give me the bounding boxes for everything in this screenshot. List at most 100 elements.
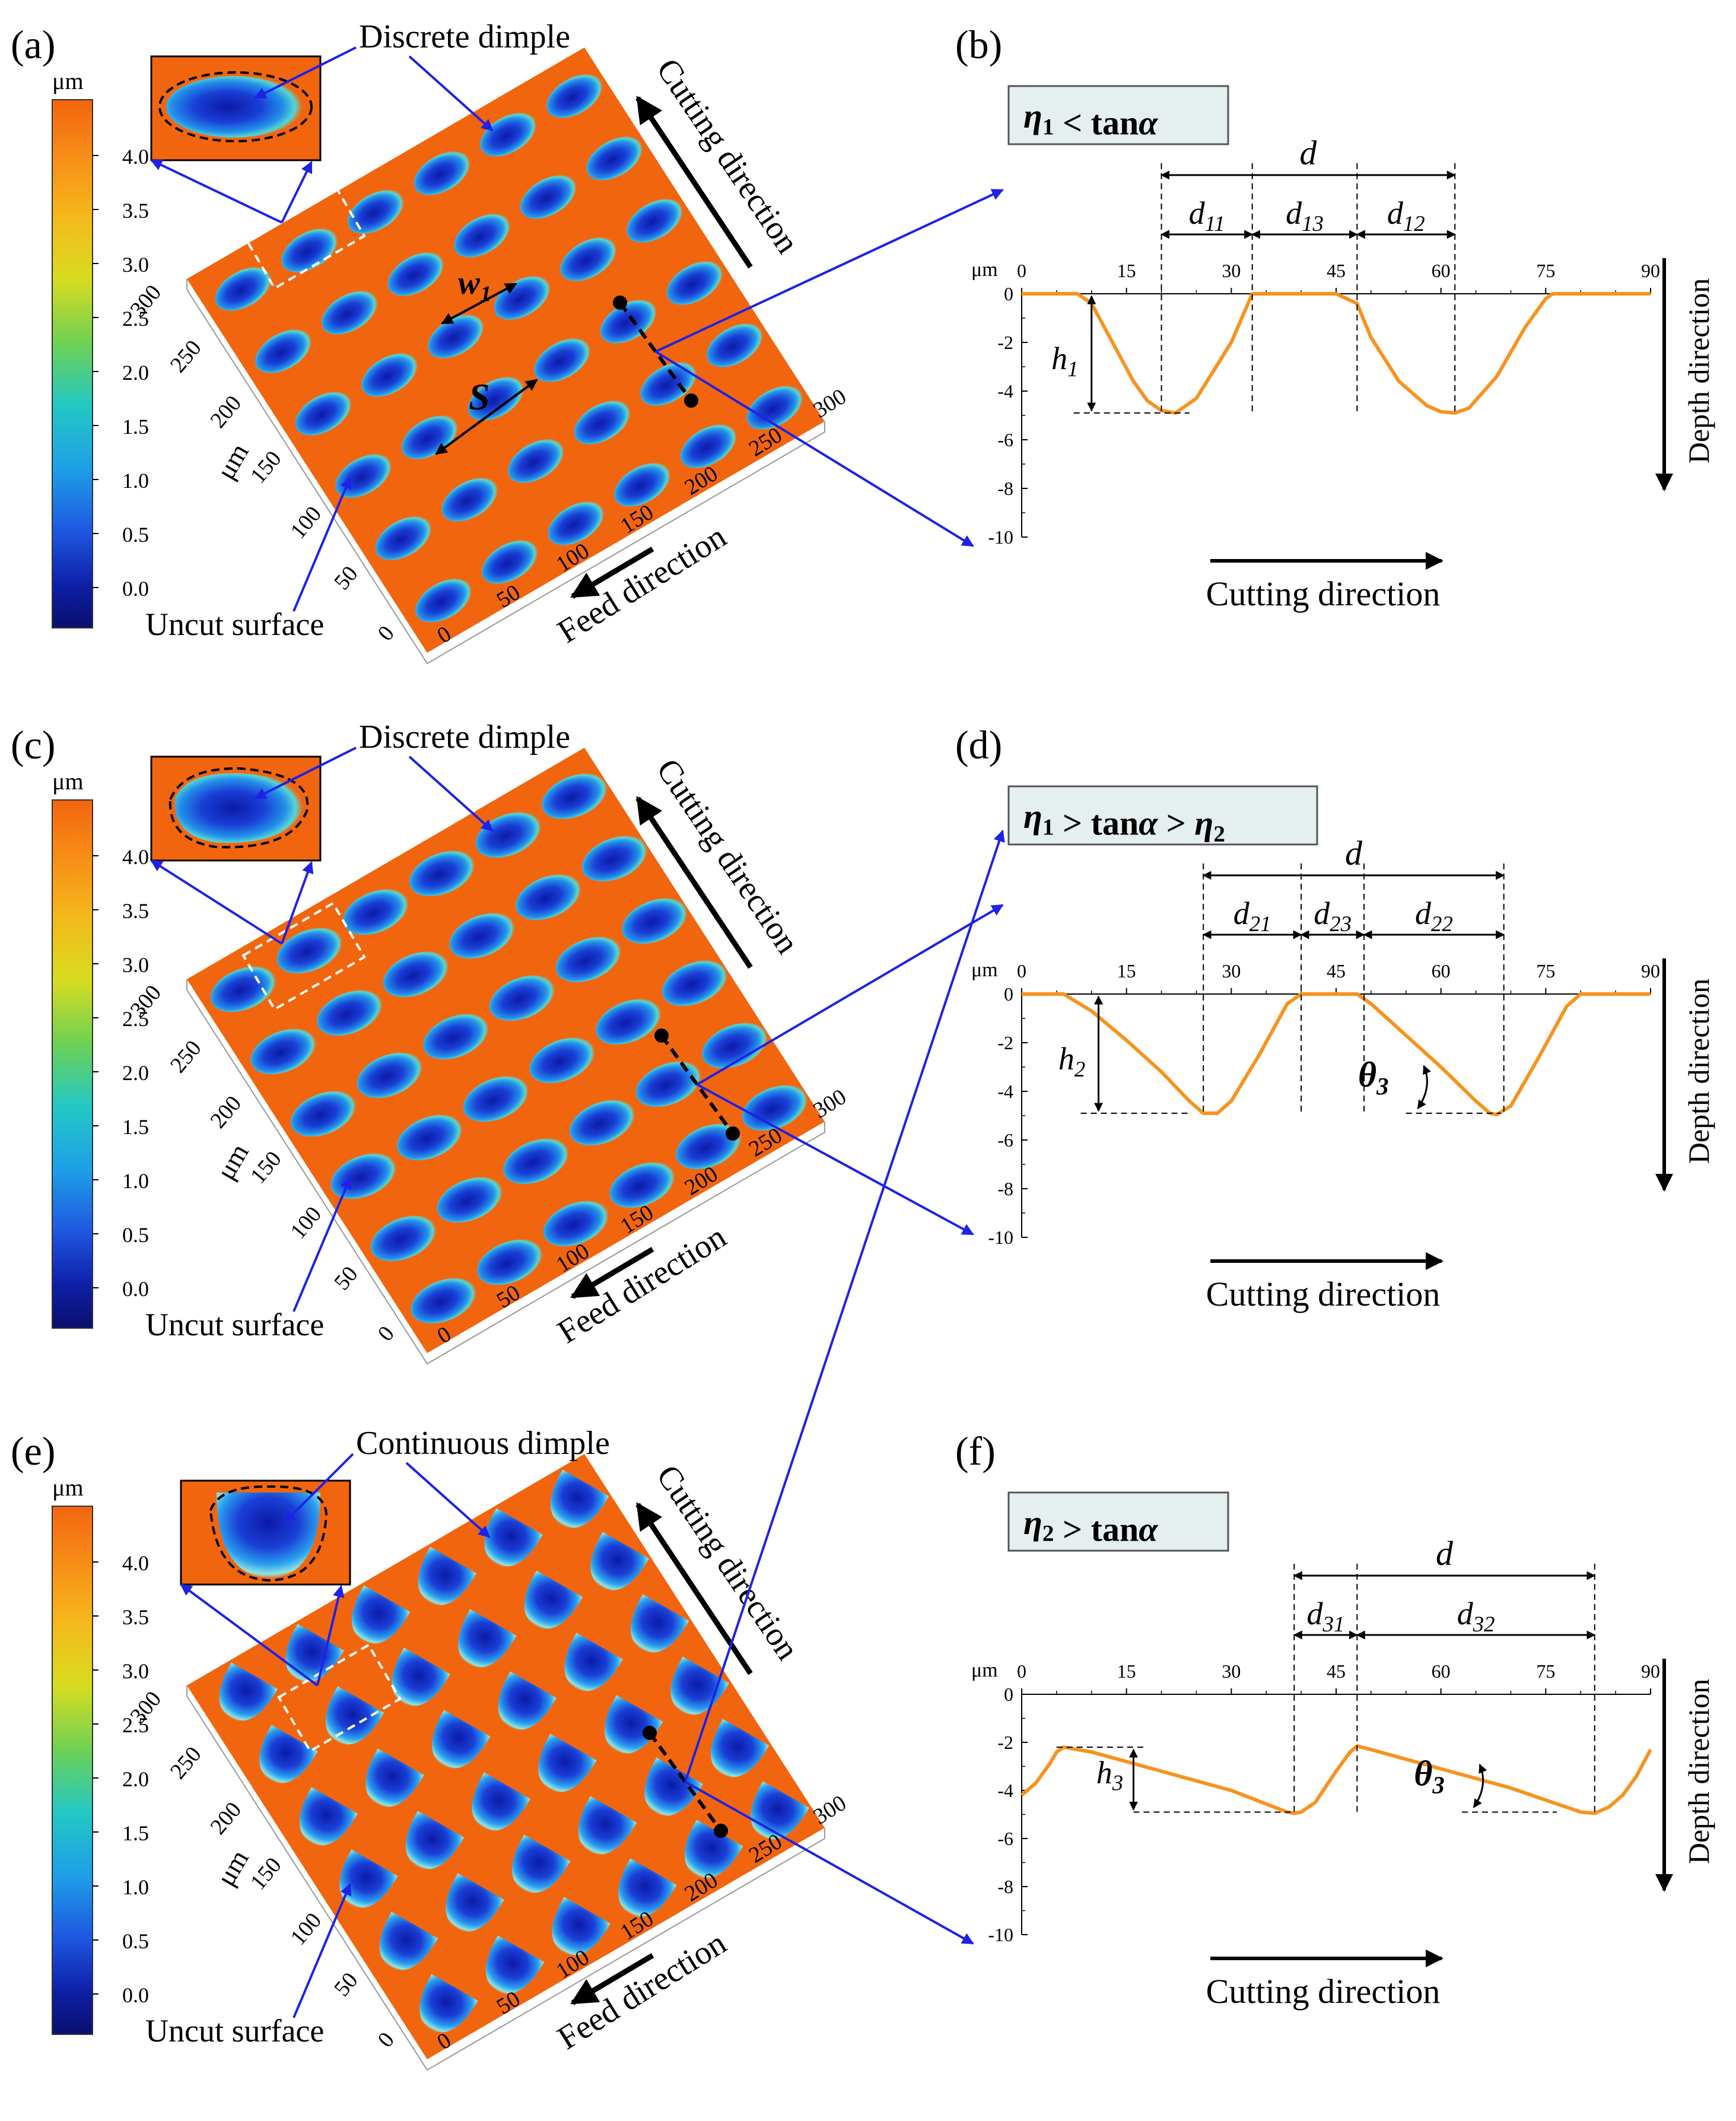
colorbar-tick-label: 3.0 bbox=[122, 253, 149, 277]
x-tick-label: 15 bbox=[1117, 260, 1136, 281]
colorbar-tick-label: 2.5 bbox=[122, 307, 149, 331]
colorbar-gradient bbox=[52, 1506, 93, 2035]
y-tick-label: -2 bbox=[997, 332, 1013, 353]
dimple bbox=[596, 999, 662, 1045]
colorbar-tick-label: 1.0 bbox=[122, 1875, 149, 1899]
span-total-label: d bbox=[1436, 1534, 1454, 1573]
condition-box bbox=[1007, 1491, 1229, 1552]
dimple bbox=[578, 1796, 637, 1855]
x-tick-label: 90 bbox=[1641, 1660, 1660, 1682]
dimple bbox=[449, 913, 515, 959]
dimple bbox=[564, 1633, 623, 1691]
profile-cutting-label: Cutting direction bbox=[1206, 1972, 1441, 2011]
dimple bbox=[560, 237, 617, 281]
x-tick-label: 0 bbox=[1017, 1660, 1026, 1682]
dimple-label-pointer bbox=[408, 55, 494, 132]
width-label-main: w bbox=[458, 265, 481, 301]
colorbar: μm4.03.53.02.52.01.51.00.50.0 bbox=[52, 768, 149, 1329]
profile-line bbox=[1020, 1744, 1652, 1815]
x-tick-label: 30 bbox=[1222, 960, 1241, 982]
uncut-surface-label: Uncut surface bbox=[145, 2013, 324, 2049]
dimple-inset bbox=[150, 55, 322, 161]
x-tick-label: 60 bbox=[1432, 1660, 1451, 1682]
section-start-dot bbox=[613, 296, 627, 310]
surface-left-tick: 250 bbox=[166, 335, 206, 377]
span-part-label: d31 bbox=[1306, 1596, 1344, 1636]
feed-direction-arrow bbox=[570, 547, 654, 599]
dimple bbox=[441, 477, 498, 522]
depth-label-sub: 1 bbox=[1067, 357, 1078, 381]
depth-label-main: h bbox=[1096, 1755, 1112, 1790]
surface-left-tick: 100 bbox=[285, 501, 326, 544]
condition-text-part: < bbox=[1054, 104, 1091, 142]
dimple-label-pointer bbox=[254, 747, 357, 799]
angle-label-main: θ bbox=[1358, 1055, 1376, 1094]
surface-panel-a: (a)μm4.03.53.02.52.01.51.00.50.0Discrete… bbox=[11, 18, 1004, 665]
condition-text-part: > bbox=[1054, 1510, 1091, 1549]
dimple bbox=[397, 1115, 463, 1161]
x-tick-label: 90 bbox=[1641, 960, 1660, 982]
span-part-label: d32 bbox=[1457, 1596, 1495, 1636]
highlight-box bbox=[241, 901, 366, 1011]
span-part-label-sub: 32 bbox=[1473, 1612, 1495, 1636]
colorbar-gradient bbox=[52, 99, 93, 628]
pointer-line bbox=[150, 159, 282, 224]
inset-dimple-outline bbox=[158, 71, 313, 142]
colorbar-gradient bbox=[52, 799, 93, 1329]
y-tick-label: -4 bbox=[997, 380, 1013, 402]
dimple bbox=[546, 74, 603, 118]
dimple-label: Discrete dimple bbox=[359, 719, 570, 755]
depth-direction: Depth direction bbox=[1655, 1659, 1715, 1892]
section-start-dot bbox=[654, 1028, 669, 1043]
y-tick-label: -10 bbox=[988, 1924, 1013, 1945]
dimple bbox=[520, 174, 577, 219]
dimple-array bbox=[210, 773, 808, 1324]
uncut-surface-label: Uncut surface bbox=[145, 1307, 324, 1342]
colorbar-tick-label: 0.5 bbox=[122, 1929, 149, 1953]
condition-text-part: 1 bbox=[1042, 114, 1054, 140]
x-tick-label: 45 bbox=[1327, 260, 1346, 281]
surface-left-unit: μm bbox=[210, 1138, 254, 1185]
dimple bbox=[711, 1719, 770, 1777]
condition-text: η2 > tanα bbox=[1023, 1503, 1158, 1549]
span-total-label-main: d bbox=[1436, 1534, 1454, 1573]
dimple bbox=[321, 290, 378, 335]
feed-direction-arrow bbox=[570, 1953, 654, 2005]
profile-line bbox=[1022, 292, 1651, 415]
dimple bbox=[574, 400, 631, 444]
colorbar-tick-label: 4.0 bbox=[122, 1551, 149, 1575]
x-tick-label: 0 bbox=[1017, 960, 1026, 982]
condition-text-part: tan bbox=[1091, 804, 1139, 843]
dimple bbox=[348, 189, 404, 234]
condition-text-part: η bbox=[1023, 97, 1042, 135]
x-tick-label: 45 bbox=[1327, 1660, 1346, 1682]
span-part-label-sub: 31 bbox=[1322, 1612, 1344, 1636]
x-tick-label: 75 bbox=[1536, 1660, 1555, 1682]
surface-left-tick: 250 bbox=[166, 1036, 206, 1078]
section-dashed-line bbox=[660, 1034, 735, 1135]
section-dashed-line bbox=[648, 1732, 723, 1832]
colorbar: μm4.03.53.02.52.01.51.00.50.0 bbox=[52, 68, 149, 628]
angle-label: θ3 bbox=[1358, 1055, 1389, 1100]
colorbar-tick-label: 2.0 bbox=[122, 1767, 149, 1791]
pointer-line bbox=[150, 859, 283, 945]
y-tick-label: -4 bbox=[997, 1780, 1013, 1801]
section-pointer-top bbox=[696, 904, 1004, 1086]
width-label-sub: 1 bbox=[480, 281, 491, 306]
condition-text-part: > bbox=[1158, 804, 1194, 843]
dimple-highlight bbox=[277, 1643, 402, 1753]
dimple bbox=[684, 1820, 743, 1878]
uncut-surface-pointer bbox=[292, 1177, 352, 1312]
dimple bbox=[276, 928, 343, 974]
x-tick-label: 75 bbox=[1536, 260, 1555, 281]
depth-direction-label: Depth direction bbox=[1682, 1679, 1715, 1864]
panel-label: (b) bbox=[955, 22, 1002, 67]
depth-label: h3 bbox=[1096, 1755, 1123, 1795]
dimple bbox=[680, 424, 737, 468]
x-axis-unit: μm bbox=[971, 959, 998, 981]
y-tick-label: -8 bbox=[997, 1178, 1013, 1199]
y-tick-label: -8 bbox=[997, 478, 1013, 499]
colorbar-tick-label: 2.5 bbox=[122, 1713, 149, 1737]
